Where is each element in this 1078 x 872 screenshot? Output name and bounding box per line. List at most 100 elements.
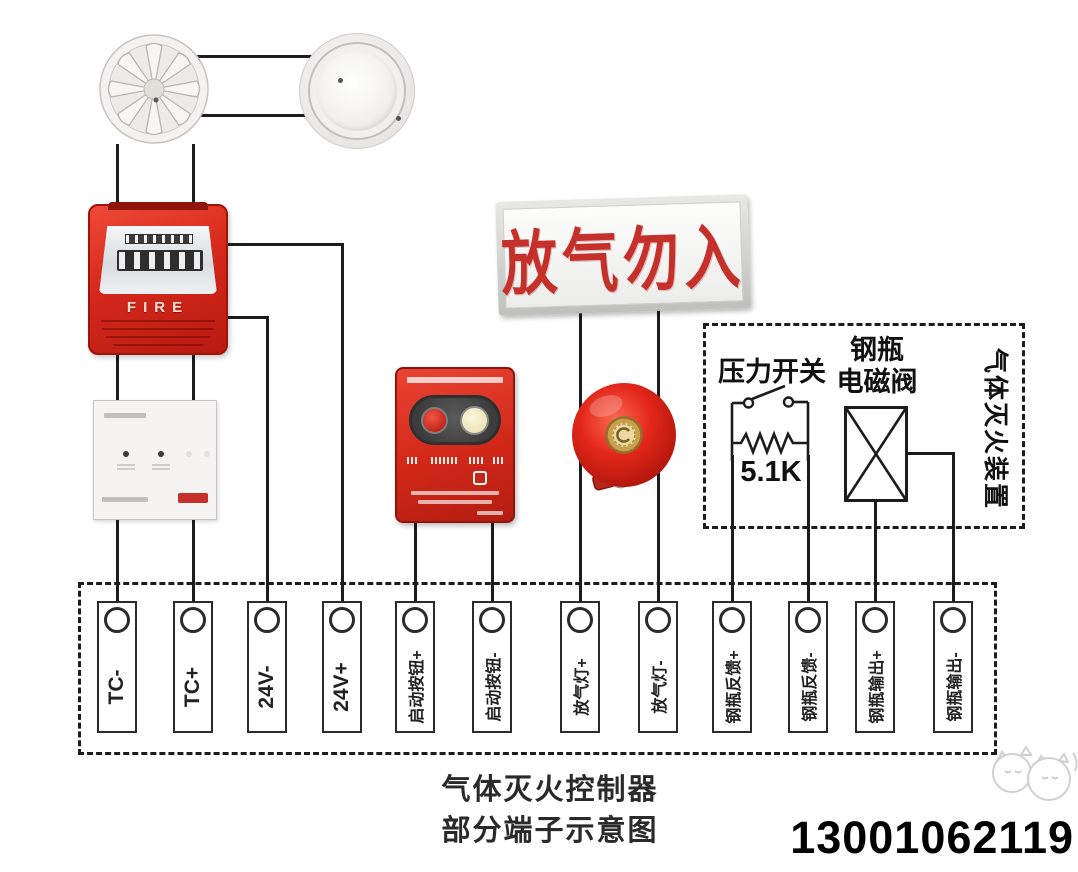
terminal-screw [104, 607, 130, 633]
wire-tc-plus [192, 144, 195, 606]
module-footer-text [102, 497, 148, 502]
terminal-cylinder-feedback-plus: 钢瓶反馈+ [712, 601, 752, 733]
phone-number: 13001062119 [790, 812, 1074, 863]
module-led-1 [123, 451, 129, 457]
station-label-1 [407, 457, 419, 464]
module-brand-logo [178, 493, 208, 503]
terminal-label: 钢瓶反馈- [802, 652, 819, 722]
terminal-screw [180, 607, 206, 633]
sign-text: 放气勿入 [499, 216, 747, 304]
station-title-text [407, 377, 503, 383]
module-led-3 [186, 451, 192, 457]
module-model-text [104, 413, 146, 418]
wire-cylinder-out-minus-v [952, 452, 955, 606]
terminal-label: 钢瓶输出- [947, 652, 964, 722]
wire-detector-loop-top [160, 55, 352, 58]
terminal-screw [719, 607, 745, 633]
module-led-label-2 [152, 464, 170, 472]
resistor-value: 5.1K [740, 456, 802, 488]
cat-doodle-watermark [985, 733, 1078, 814]
strobe-flash-tube [116, 250, 204, 271]
terminal-tc-minus: TC- [97, 601, 137, 733]
strobe-fire-label: FIRE [126, 299, 190, 316]
wire-24v-plus-h [205, 243, 344, 246]
terminal-label: 启动按钮- [486, 652, 503, 722]
diagram-caption: 气体灭火控制器 部分端子示意图 [395, 770, 705, 852]
wire-detector-loop-bottom [160, 114, 352, 117]
module-led-label-1 [117, 464, 135, 472]
terminal-screw [795, 607, 821, 633]
station-badge-icon [473, 471, 487, 485]
sign-panel: 放气勿入 [499, 201, 747, 309]
solenoid-valve-symbol [844, 406, 908, 507]
terminal-label: 放气灯+ [574, 658, 591, 716]
gas-device-box [703, 323, 1025, 529]
terminal-label: 钢瓶输出+ [869, 650, 886, 724]
terminal-screw [940, 607, 966, 633]
alarm-bell-image [572, 383, 676, 491]
wire-cylinder-out-minus-h [905, 452, 955, 455]
wire-feedback-minus-rail [807, 455, 810, 606]
smoke-detector-vent [396, 116, 401, 121]
terminal-screw [402, 607, 428, 633]
pressure-switch-circuit [713, 383, 825, 466]
smoke-detector [299, 33, 415, 149]
manual-start-stop-station [395, 367, 515, 523]
terminal-cylinder-output-minus: 钢瓶输出- [933, 601, 973, 733]
terminal-24v-minus: 24V- [247, 601, 287, 733]
strobe-lens-band [124, 234, 194, 244]
controller-terminal-box [78, 582, 997, 755]
wire-feedback-plus-rail [731, 455, 734, 606]
terminal-label: 24V+ [330, 662, 353, 712]
heat-detector-image [99, 34, 209, 144]
terminal-label: 24V- [255, 665, 278, 709]
station-warning-text-2 [418, 500, 492, 504]
stop-button [460, 406, 489, 435]
module-led-2 [158, 451, 164, 457]
solenoid-label-line1: 钢瓶 [850, 335, 904, 365]
terminal-label: 启动按钮+ [409, 650, 426, 724]
wire-cylinder-out-plus [874, 499, 877, 606]
terminal-label: TC- [105, 669, 128, 705]
caption-line1: 气体灭火控制器 [441, 774, 659, 806]
strobe-speaker-grille [101, 320, 215, 352]
control-module [93, 400, 217, 520]
wire-tc-minus [116, 144, 119, 606]
station-warning-text-1 [411, 491, 499, 495]
terminal-24v-plus: 24V+ [322, 601, 362, 733]
strobe-sounder: FIRE [88, 202, 228, 355]
station-brand-text [477, 511, 503, 515]
terminal-label: 钢瓶反馈+ [726, 650, 743, 724]
terminal-screw [479, 607, 505, 633]
terminal-label: TC+ [181, 666, 204, 708]
wire-start-btn-minus [491, 512, 494, 606]
terminal-label: 放气灯- [652, 660, 669, 714]
smoke-detector-dome [317, 51, 397, 131]
wire-24v-plus-v [341, 243, 344, 606]
pressure-switch-symbol [730, 384, 810, 461]
pressure-switch-title: 压力开关 [718, 357, 826, 387]
wire-24v-minus-v [266, 316, 269, 606]
caption-line2: 部分端子示意图 [441, 815, 659, 847]
terminal-tc-plus: TC+ [173, 601, 213, 733]
station-label-3 [469, 457, 483, 464]
wire-start-btn-plus [414, 512, 417, 606]
terminal-screw [862, 607, 888, 633]
gas-device-box-label: 气体灭火装置 [981, 347, 1009, 510]
terminal-screw [567, 607, 593, 633]
solenoid-label-line2: 电磁阀 [836, 367, 918, 397]
terminal-discharge-lamp-minus: 放气灯- [638, 601, 678, 733]
terminal-cylinder-output-plus: 钢瓶输出+ [855, 601, 895, 733]
alarm-bell [566, 378, 682, 503]
discharge-warning-sign: 放气勿入 [495, 194, 751, 316]
heat-detector [98, 33, 210, 150]
terminal-start-btn-plus: 启动按钮+ [395, 601, 435, 733]
start-button [421, 407, 448, 434]
terminal-screw [254, 607, 280, 633]
strobe-cap [108, 202, 208, 210]
terminal-cylinder-feedback-minus: 钢瓶反馈- [788, 601, 828, 733]
smoke-detector-led [338, 78, 343, 83]
station-label-2 [431, 457, 457, 464]
strobe-lens [99, 226, 217, 294]
